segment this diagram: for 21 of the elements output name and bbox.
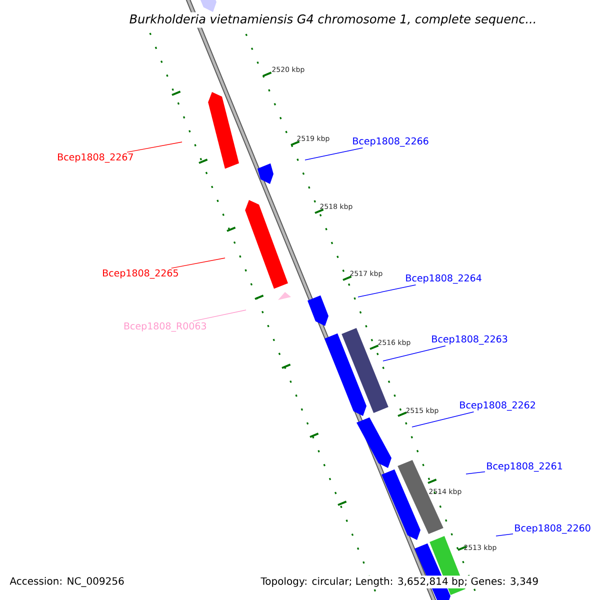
leader-line	[304, 148, 364, 160]
leader-line	[496, 534, 514, 536]
leader-line	[466, 471, 486, 474]
leader-line	[170, 258, 226, 268]
gene-label: Bcep1808_2266	[353, 137, 428, 147]
leader-line	[358, 284, 416, 298]
leader-line	[126, 142, 182, 152]
gene-label: Bcep1808_2267	[58, 153, 133, 163]
gene-label: Bcep1808_2264	[406, 274, 482, 284]
gene-label: Bcep1808_2263	[432, 335, 508, 345]
gene-label: Bcep1808_2265	[103, 269, 178, 279]
gene-label: Bcep1808_2262	[460, 401, 535, 411]
leader-line	[412, 412, 474, 428]
accession-text: Accession: NC_009256	[8, 576, 126, 588]
gene-label: Bcep1808_R0063	[124, 322, 206, 332]
gene-label: Bcep1808_2260	[515, 524, 590, 534]
summary-text: Topology: circular; Length: 3,652,814 bp; Genes: 3,349	[259, 576, 540, 588]
leader-line	[382, 346, 446, 362]
gene-label: Bcep1808_2261	[487, 462, 562, 472]
title: Burkholderia vietnamiensis G4 chromosome 1, complete sequenc...	[127, 12, 539, 28]
leader-line	[192, 310, 246, 322]
